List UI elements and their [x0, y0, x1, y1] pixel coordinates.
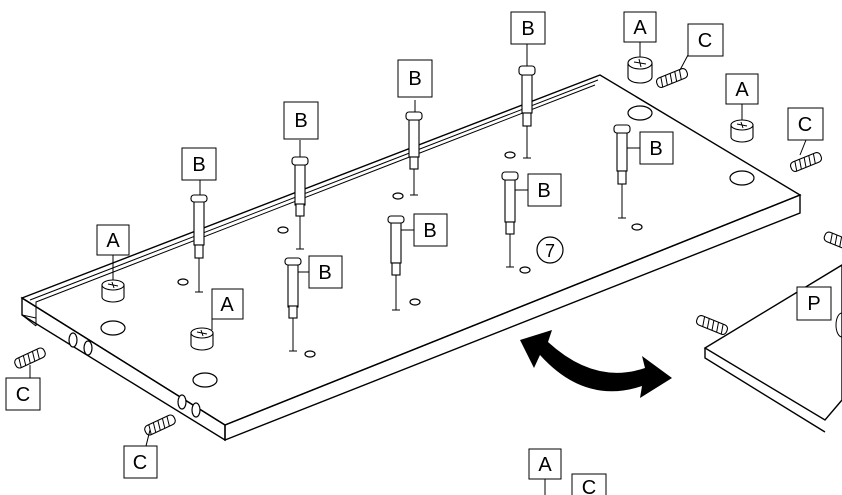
label-c-2: C	[123, 445, 158, 479]
cam-bolt-icon	[405, 111, 423, 196]
svg-text:C: C	[798, 114, 812, 136]
label-b-8: B	[639, 131, 674, 165]
label-p: P	[796, 286, 832, 321]
svg-text:C: C	[582, 477, 596, 495]
label-a-5: A	[528, 448, 562, 480]
main-panel	[20, 74, 802, 442]
cam-bolt-icon	[291, 156, 309, 250]
cam-lock-icon	[190, 327, 214, 351]
svg-text:B: B	[294, 110, 307, 132]
wood-dowel-icon	[789, 152, 823, 172]
secondary-panel	[703, 264, 842, 433]
svg-text:B: B	[192, 154, 205, 176]
label-b-5: B	[308, 255, 343, 289]
label-b-6: B	[413, 213, 448, 247]
svg-text:C: C	[698, 30, 712, 52]
surface-holes	[68, 105, 755, 418]
leader-lines	[29, 42, 807, 495]
wood-dowel-icon	[144, 414, 176, 436]
step-number: 7	[536, 236, 564, 264]
cam-lock-icon	[627, 56, 653, 84]
cam-bolt-icon	[190, 194, 208, 293]
wood-dowel-icon	[14, 347, 46, 369]
svg-text:A: A	[220, 294, 234, 316]
svg-text:B: B	[318, 262, 331, 284]
label-b-1: B	[181, 147, 217, 181]
svg-text:P: P	[807, 293, 820, 315]
svg-text:A: A	[735, 79, 749, 101]
label-b-2: B	[283, 101, 319, 140]
label-b-4: B	[510, 11, 546, 45]
svg-text:C: C	[133, 452, 147, 474]
label-b-3: B	[397, 59, 433, 98]
cam-lock-icon	[101, 279, 125, 303]
wood-dowel-icon	[655, 68, 689, 88]
wood-dowel-icon	[823, 231, 842, 249]
cam-bolt-icon	[387, 215, 405, 311]
label-a-1: A	[96, 224, 130, 256]
dowels	[14, 68, 842, 436]
cam-lock-icon	[730, 119, 754, 143]
svg-text:B: B	[521, 18, 534, 40]
double-arrow-icon	[520, 330, 672, 398]
label-a-2: A	[211, 288, 244, 320]
label-a-4: A	[725, 73, 759, 105]
label-c-4: C	[787, 107, 824, 141]
svg-text:A: A	[633, 17, 647, 39]
svg-text:B: B	[423, 220, 436, 242]
svg-text:B: B	[537, 180, 550, 202]
cam-bolt-icon	[613, 124, 631, 219]
wood-dowel-icon	[695, 315, 729, 335]
label-a-3: A	[623, 11, 657, 43]
cam-bolt-icon	[518, 65, 536, 159]
svg-text:7: 7	[545, 241, 555, 261]
cam-locks	[101, 56, 754, 351]
label-c-1: C	[5, 377, 41, 411]
svg-text:B: B	[408, 68, 421, 90]
label-b-7: B	[527, 173, 562, 207]
label-c-5: C	[571, 473, 607, 495]
cam-bolt-icon	[284, 257, 302, 352]
svg-text:A: A	[538, 454, 552, 476]
cam-bolt-icon	[501, 171, 519, 268]
label-c-3: C	[687, 23, 724, 57]
svg-text:C: C	[16, 384, 30, 406]
svg-text:B: B	[649, 138, 662, 160]
cam-bolts	[190, 65, 631, 352]
svg-text:A: A	[106, 230, 120, 252]
